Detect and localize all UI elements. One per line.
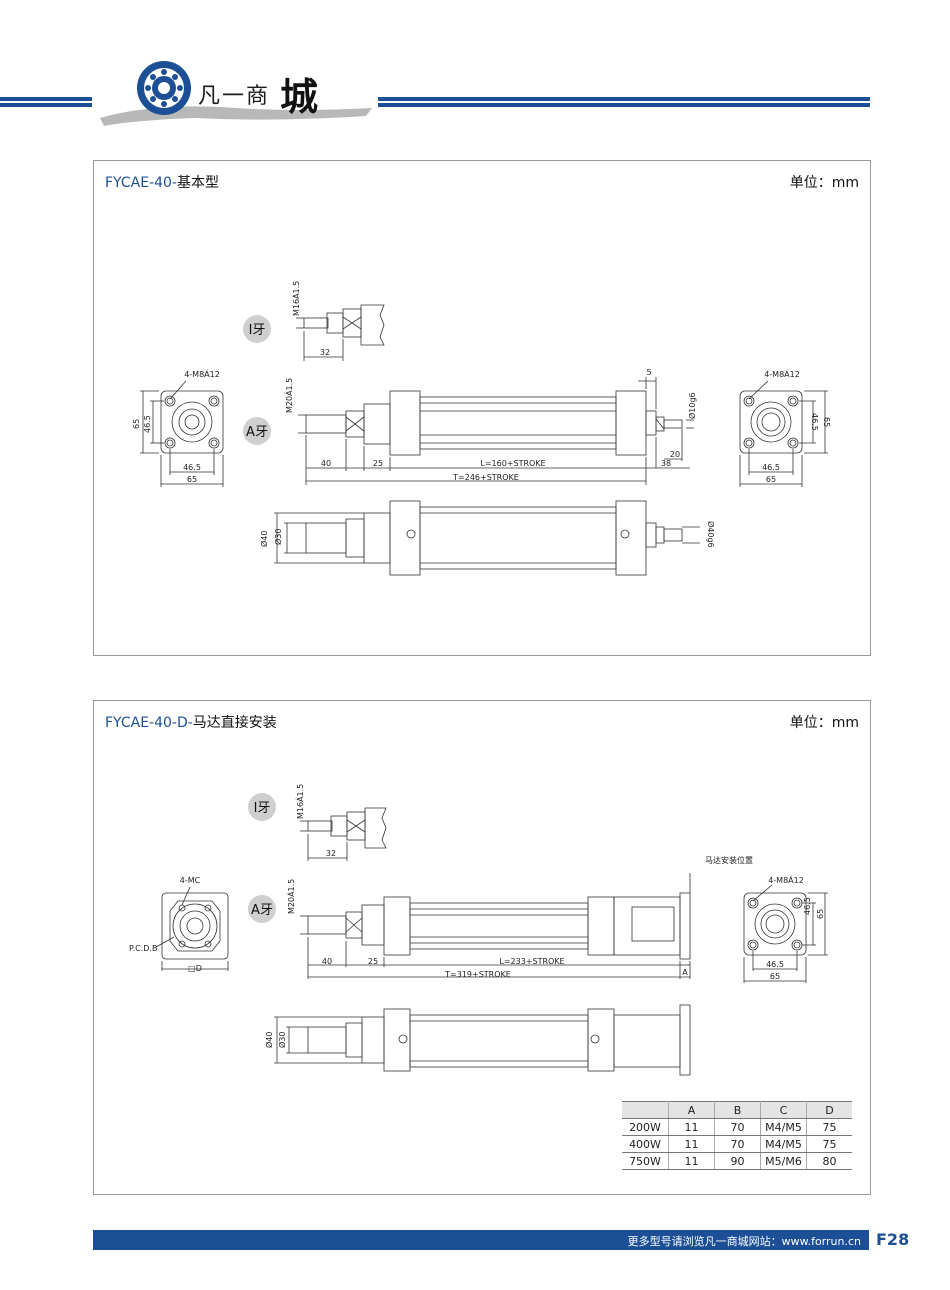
table-header [622, 1101, 669, 1119]
table-header: D [806, 1101, 852, 1119]
unit-label: 单位：mm [789, 175, 859, 191]
table-row: 400W 11 70 M4/M5 75 [622, 1135, 852, 1153]
right-dim-465: 46.5 [762, 463, 780, 472]
table-cell: 11 [668, 1152, 715, 1170]
table-cell: 750W [622, 1152, 669, 1170]
dim-shaft: Ø10g6 [687, 392, 697, 419]
table-cell: 70 [714, 1118, 761, 1136]
right-hole-spec: 4-M8Á12 [764, 368, 800, 379]
footer-bar: 更多型号请浏览凡一商城网站：www.forrun.cn [93, 1230, 869, 1250]
i-thread-badge: I牙 [254, 801, 271, 816]
brand-name-big: 城 [280, 74, 319, 119]
dim-L: L=233+STROKE [499, 957, 564, 966]
dim-m20: M20Á1.5 [283, 378, 294, 413]
table-header: C [760, 1101, 807, 1119]
i-thread-badge: I牙 [249, 323, 266, 338]
dim-phi30: Ø30 [277, 1032, 287, 1048]
dim-32: 32 [320, 348, 330, 357]
dim-25: 25 [373, 459, 383, 468]
table-cell: 75 [806, 1135, 852, 1153]
table-row: 200W 11 70 M4/M5 75 [622, 1118, 852, 1136]
dim-20: 20 [670, 450, 680, 459]
table-cell: 70 [714, 1135, 761, 1153]
table-cell: 200W [622, 1118, 669, 1136]
dim-m16: M16Á1.5 [294, 784, 305, 819]
table-cell: 11 [668, 1135, 715, 1153]
footer-website-text: 更多型号请浏览凡一商城网站：www.forrun.cn [627, 1235, 861, 1248]
square-d-label: □D [188, 964, 202, 973]
left-dim-65-v: 65 [132, 419, 141, 429]
table-cell: 75 [806, 1118, 852, 1136]
dim-phi40g6: Ø40g6 [706, 521, 716, 548]
table-cell: 90 [714, 1152, 761, 1170]
left-dim-465: 46.5 [183, 463, 201, 472]
brand-name: 凡一商 [198, 84, 271, 109]
dim-40: 40 [321, 459, 331, 468]
header-bar-right-line [378, 101, 870, 103]
dim-phi30: Ø30 [273, 529, 283, 545]
left-dim-65: 65 [187, 475, 197, 484]
dim-32: 32 [326, 849, 336, 858]
table-header: A [668, 1101, 715, 1119]
right-dim-65: 65 [766, 475, 776, 484]
dim-40: 40 [322, 957, 332, 966]
right-dim-465-v: 46.5 [803, 897, 812, 915]
panel-title: FYCAE-40-基本型 [105, 175, 219, 191]
brand-logo [100, 61, 372, 126]
right-hole-spec: 4-M8Á12 [768, 874, 804, 885]
table-row: 750W 11 90 M5/M6 80 [622, 1152, 852, 1170]
panel-title: FYCAE-40-D-马达直接安装 [105, 715, 277, 731]
page-number: F28 [876, 1230, 910, 1249]
drawing-panel-basic: FYCAE-40-基本型 单位：mm [93, 160, 871, 656]
unit-label: 单位：mm [789, 715, 859, 731]
left-hole-spec: 4-M8Á12 [184, 368, 220, 379]
motor-spec-table: A B C D 200W 11 70 M4/M5 75 400W 11 70 M… [622, 1101, 852, 1170]
table-cell: 400W [622, 1135, 669, 1153]
table-cell: 11 [668, 1118, 715, 1136]
pcd-label: P.C.D.B [129, 944, 157, 953]
table-header-row: A B C D [622, 1101, 852, 1119]
dim-A: A [682, 968, 688, 977]
left-hole-spec: 4-MC [180, 876, 201, 885]
drawing-panel-motor: FYCAE-40-D-马达直接安装 单位：mm [93, 700, 871, 1195]
dim-5: 5 [646, 368, 651, 377]
header-bar-left-line [0, 101, 92, 103]
right-dim-465-v: 46.5 [810, 413, 819, 431]
dim-m16: M16Á1.5 [290, 281, 301, 316]
table-cell: M5/M6 [760, 1152, 807, 1170]
dim-38: 38 [661, 459, 671, 468]
a-thread-badge: A牙 [246, 425, 268, 440]
technical-drawing-basic: I牙 A牙 M16Á1.5 32 M20Á1.5 40 25 L=160+STR… [132, 281, 831, 576]
table-header: B [714, 1101, 761, 1119]
right-dim-65-v: 65 [816, 909, 825, 919]
right-dim-65-v: 65 [822, 417, 831, 427]
left-dim-465-v: 46.5 [143, 415, 152, 433]
right-dim-465: 46.5 [766, 960, 784, 969]
technical-drawing-motor: I牙 A牙 M16Á1.5 32 M20Á1.5 40 25 L=233+STR… [129, 784, 828, 1076]
dim-phi40: Ø40 [264, 1032, 274, 1048]
dim-T: T=246+STROKE [452, 473, 519, 482]
dim-L: L=160+STROKE [480, 459, 545, 468]
table-cell: 80 [806, 1152, 852, 1170]
table-cell: M4/M5 [760, 1118, 807, 1136]
dim-T: T=319+STROKE [444, 970, 511, 979]
a-thread-badge: A牙 [251, 903, 273, 918]
right-dim-65: 65 [770, 972, 780, 981]
dim-25: 25 [368, 957, 378, 966]
table-cell: M4/M5 [760, 1135, 807, 1153]
dim-m20: M20Á1.5 [285, 879, 296, 914]
motor-position-label: 马达安装位置 [705, 855, 753, 865]
dim-phi40: Ø40 [259, 531, 269, 547]
